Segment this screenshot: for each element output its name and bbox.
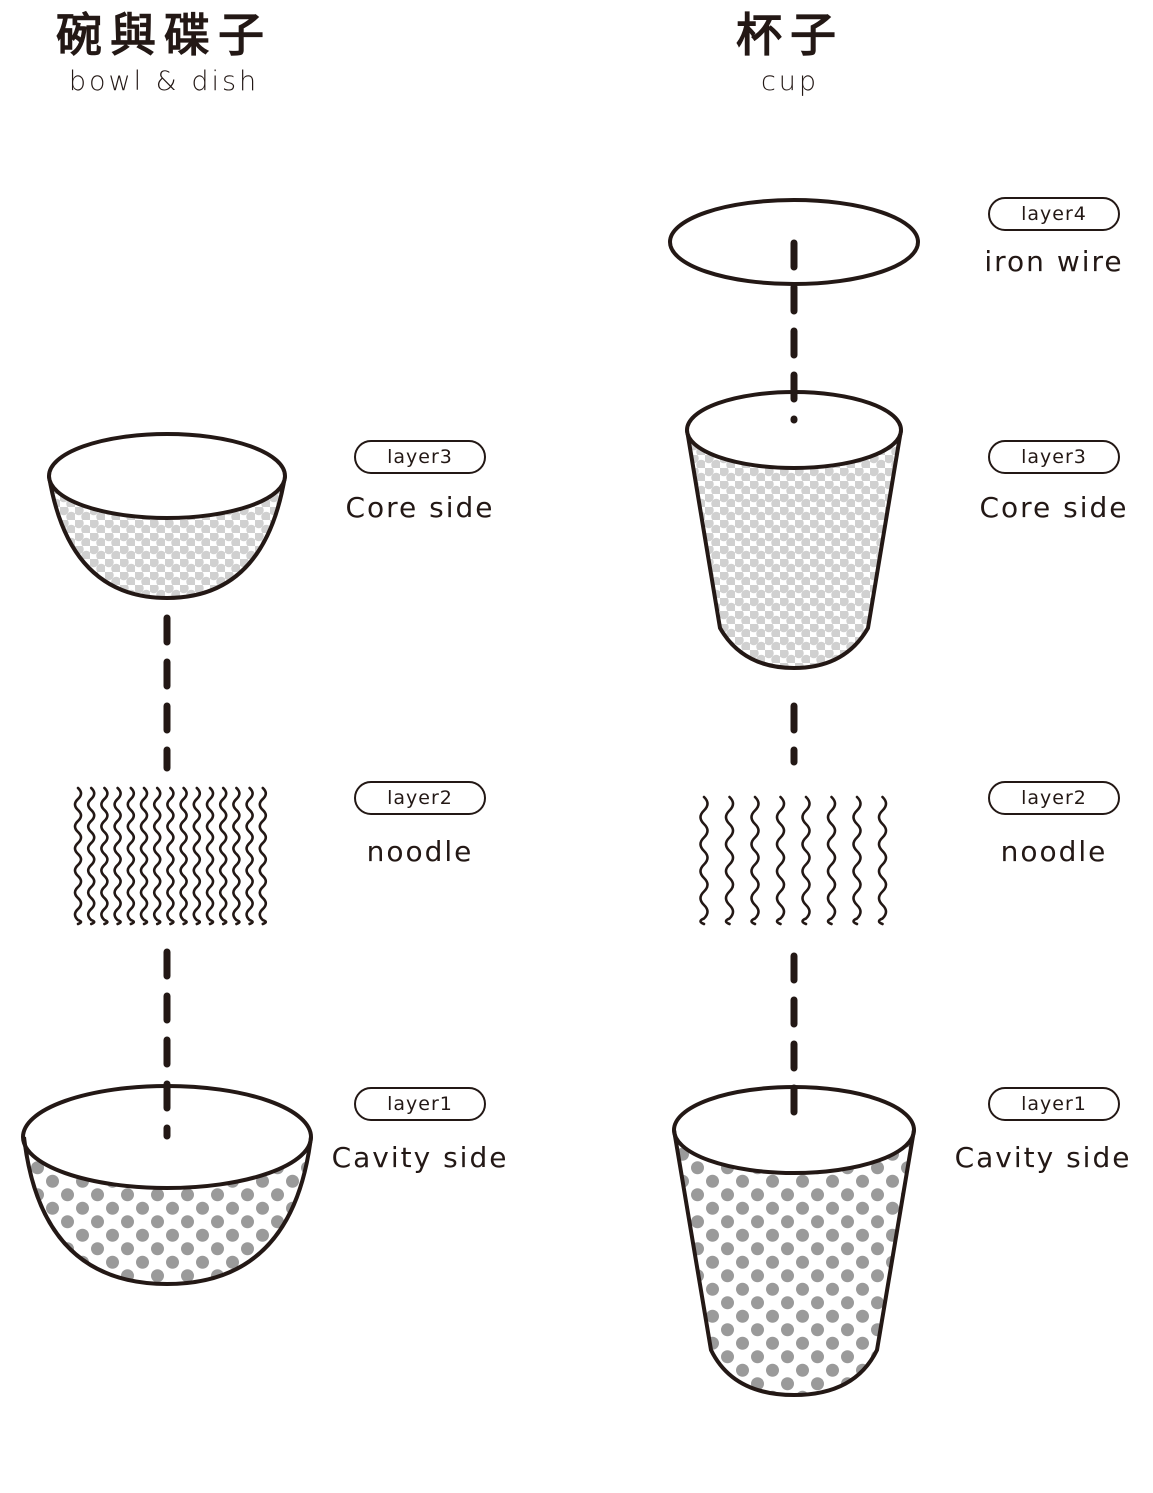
noodle-strand — [775, 795, 786, 926]
cup-title-english: cup — [760, 66, 820, 97]
cup-layer3-tag: layer3 — [988, 440, 1120, 474]
noodle-strand — [750, 795, 760, 926]
cup-layer4-tag: layer4 — [988, 197, 1120, 231]
noodle-strand — [258, 786, 268, 926]
noodle-strand — [699, 795, 709, 926]
cup-layer1-label: Cavity side — [954, 1141, 1132, 1174]
bowl-title-english: bowl & dish — [68, 66, 260, 97]
bowl-core-side-shape — [47, 432, 287, 601]
bowl-title-chinese: 碗與碟子 — [56, 8, 272, 62]
bowl-layer2-label: noodle — [366, 835, 474, 868]
noodle-strand — [801, 795, 811, 926]
noodle-strand — [232, 786, 241, 926]
noodle-strand — [826, 795, 837, 926]
noodle-strand — [86, 786, 96, 926]
cup-column-title: 杯子 cup — [700, 12, 880, 97]
noodle-strand — [126, 786, 136, 926]
noodle-strand — [852, 795, 862, 926]
bowl-cavity-side-shape — [21, 1084, 313, 1287]
noodle-strand — [245, 786, 254, 926]
cup-title-chinese: 杯子 — [736, 8, 844, 62]
bowl-noodle-layer — [73, 786, 268, 926]
bowl-layer1-label: Cavity side — [331, 1141, 509, 1174]
bowl-layer2-tag: layer2 — [354, 781, 486, 815]
bowl-layer1-tag: layer1 — [354, 1087, 486, 1121]
noodle-strand — [218, 786, 228, 926]
noodle-strand — [205, 786, 215, 926]
cup-cavity-side-shape — [672, 1085, 916, 1398]
cup-layer2-tag: layer2 — [988, 781, 1120, 815]
cup-layer2-label: noodle — [1000, 835, 1108, 868]
cup-layer3-label: Core side — [979, 491, 1129, 524]
noodle-strand — [139, 786, 149, 926]
cup-core-side-shape — [685, 390, 903, 671]
noodle-strand — [73, 786, 83, 926]
noodle-strand — [166, 786, 175, 926]
bowl-layer3-tag: layer3 — [354, 440, 486, 474]
bowl-column-title: 碗與碟子 bowl & dish — [48, 12, 280, 97]
cup-layer1-tag: layer1 — [988, 1087, 1120, 1121]
noodle-strand — [100, 786, 109, 926]
bowl-layer3-label: Core side — [345, 491, 495, 524]
cup-noodle-layer — [699, 795, 888, 926]
noodle-strand — [113, 786, 122, 926]
noodle-strand — [152, 786, 162, 926]
noodle-strand — [192, 786, 202, 926]
noodle-strand — [179, 786, 188, 926]
noodle-strand — [724, 795, 735, 926]
noodle-strand — [877, 795, 888, 926]
cup-layer4-label: iron wire — [984, 245, 1124, 278]
